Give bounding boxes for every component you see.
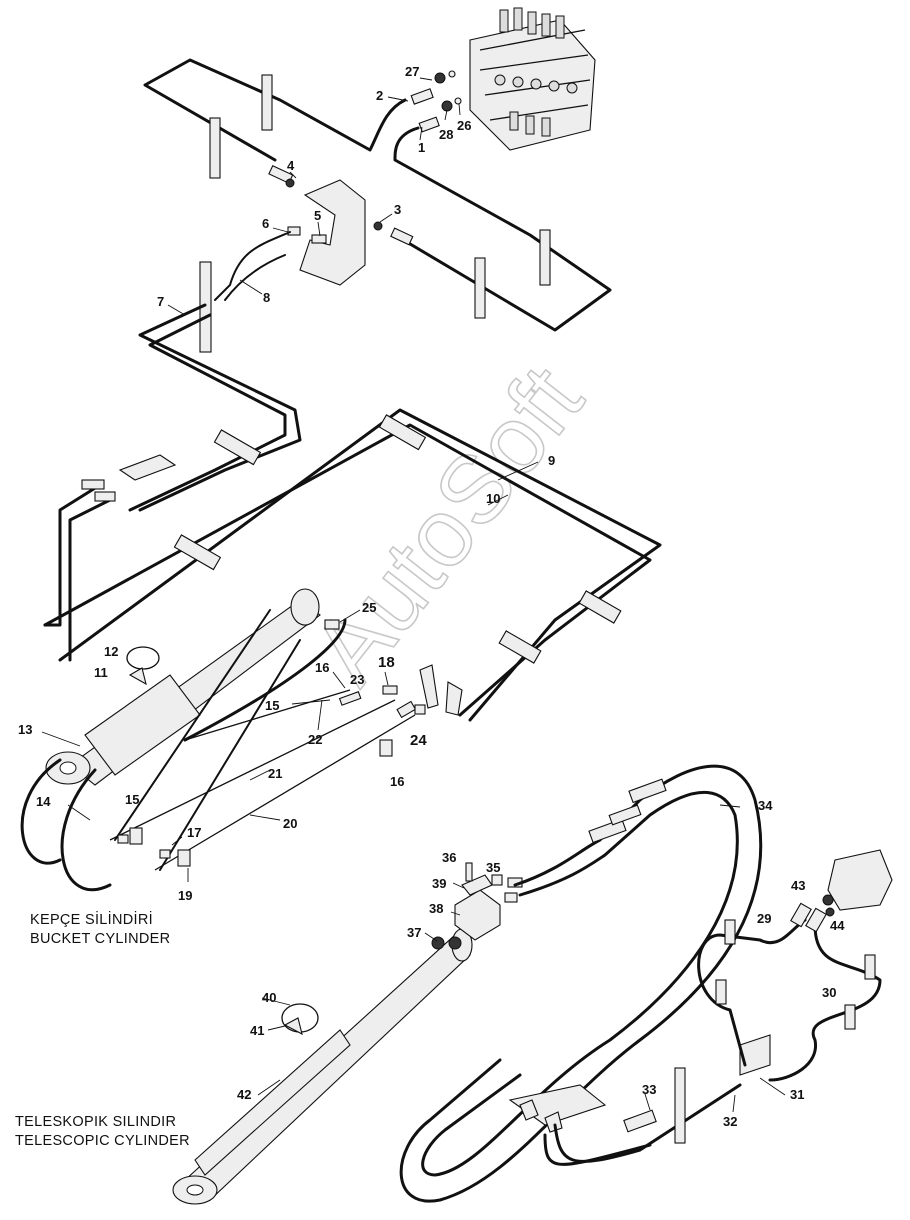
callout-19: 19 [178, 888, 192, 903]
callout-3: 3 [394, 202, 401, 217]
callout-23: 23 [350, 672, 364, 687]
mounting-bracket-5 [268, 164, 414, 286]
callout-numbers: 27 2 28 26 1 4 5 3 6 8 7 9 10 25 12 11 1… [18, 64, 845, 1129]
callout-13: 13 [18, 722, 32, 737]
middle-hoses [43, 231, 662, 722]
callout-39: 39 [432, 876, 446, 891]
callout-6: 6 [262, 216, 269, 231]
callout-38: 38 [429, 901, 443, 916]
callout-33: 33 [642, 1082, 656, 1097]
callout-17: 17 [187, 825, 201, 840]
callout-2: 2 [376, 88, 383, 103]
callout-30: 30 [822, 985, 836, 1000]
callout-4: 4 [287, 158, 295, 173]
callout-34: 34 [758, 798, 773, 813]
callout-15-lower: 15 [125, 792, 139, 807]
telescopic-cylinder-caption-en: TELESCOPIC CYLINDER [15, 1133, 190, 1149]
callout-26: 26 [457, 118, 471, 133]
callout-37: 37 [407, 925, 421, 940]
bucket-cylinder [20, 588, 463, 892]
callout-16-lower: 16 [390, 774, 404, 789]
callout-7: 7 [157, 294, 164, 309]
callout-8: 8 [263, 290, 270, 305]
telescopic-cylinder [172, 928, 473, 1205]
watermark: AutoSoft [292, 347, 603, 703]
callout-40: 40 [262, 990, 276, 1005]
callout-1: 1 [418, 140, 425, 155]
callout-14: 14 [36, 794, 51, 809]
callout-25: 25 [362, 600, 376, 615]
callout-15-upper: 15 [265, 698, 279, 713]
callout-35: 35 [486, 860, 500, 875]
callout-44: 44 [830, 918, 845, 933]
callout-22: 22 [308, 732, 322, 747]
callout-10: 10 [486, 491, 500, 506]
callout-20: 20 [283, 816, 297, 831]
callout-43: 43 [791, 878, 805, 893]
telescopic-hoses [399, 764, 763, 1203]
callout-29: 29 [757, 911, 771, 926]
callout-41: 41 [250, 1023, 264, 1038]
callout-31: 31 [790, 1087, 804, 1102]
callout-27: 27 [405, 64, 419, 79]
control-valve-block [469, 7, 596, 151]
callout-11: 11 [94, 665, 108, 680]
hose-block-38 [454, 862, 523, 941]
callout-24: 24 [410, 732, 427, 749]
callout-12: 12 [104, 644, 118, 659]
captions: KEPÇE SİLİNDİRİ BUCKET CYLINDER TELESKOP… [15, 910, 190, 1149]
bucket-cylinder-caption-en: BUCKET CYLINDER [30, 931, 170, 947]
callout-32: 32 [723, 1114, 737, 1129]
leader-lines [41, 77, 786, 1113]
callout-5: 5 [314, 208, 321, 223]
lower-right-assembly [508, 849, 893, 1166]
callout-42: 42 [237, 1087, 251, 1102]
callout-36: 36 [442, 850, 456, 865]
telescopic-cylinder-caption-tr: TELESKOPIK SILINDIR [15, 1114, 176, 1130]
callout-16-upper: 16 [315, 660, 329, 675]
valve-fittings [410, 70, 462, 133]
callout-21: 21 [268, 766, 282, 781]
callout-9: 9 [548, 453, 555, 468]
callout-28: 28 [439, 127, 453, 142]
callout-18: 18 [378, 654, 395, 671]
bucket-cylinder-caption-tr: KEPÇE SİLİNDİRİ [30, 910, 153, 928]
upper-steel-tubes [143, 58, 612, 332]
